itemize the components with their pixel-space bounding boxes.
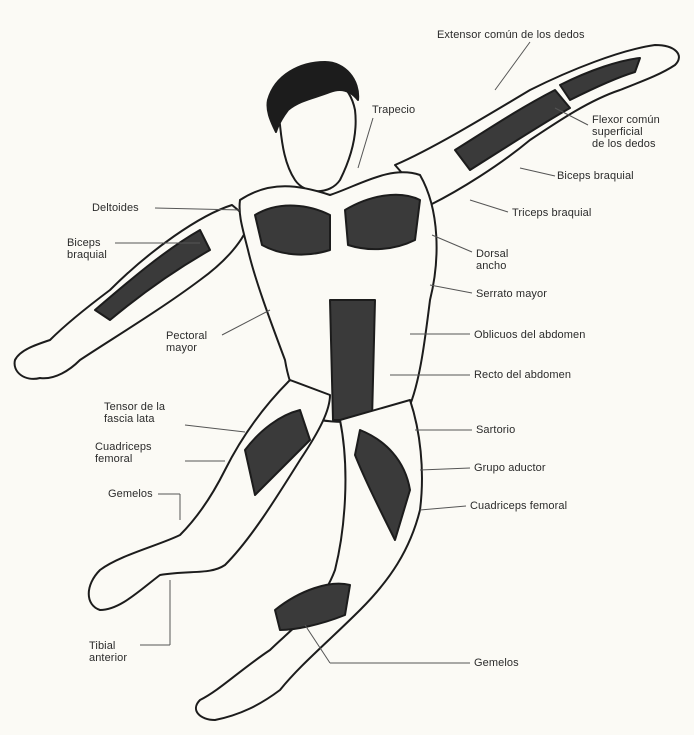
label-tensor: Tensor de la fascia lata [104, 401, 165, 425]
pectoral-muscle-r [345, 195, 420, 249]
label-oblicuos: Oblicuos del abdomen [474, 329, 585, 341]
abdomen-muscle [330, 300, 375, 420]
label-cuadriceps-right: Cuadriceps femoral [470, 500, 567, 512]
body-figure [15, 45, 679, 720]
label-gemelos-left: Gemelos [108, 488, 153, 500]
label-dorsal: Dorsal ancho [476, 248, 508, 272]
label-aductor: Grupo aductor [474, 462, 546, 474]
label-serrato: Serrato mayor [476, 288, 547, 300]
label-sartorio: Sartorio [476, 424, 515, 436]
label-gemelos-right: Gemelos [474, 657, 519, 669]
label-flexor: Flexor común superficial de los dedos [592, 114, 660, 150]
label-tibial: Tibial anterior [89, 640, 127, 664]
label-recto: Recto del abdomen [474, 369, 571, 381]
label-biceps-right: Biceps braquial [557, 170, 634, 182]
label-biceps-left: Biceps braquial [67, 237, 107, 261]
label-extensor: Extensor común de los dedos [437, 29, 585, 41]
label-triceps: Triceps braquial [512, 207, 591, 219]
label-pectoral: Pectoral mayor [166, 330, 207, 354]
label-deltoides: Deltoides [92, 202, 139, 214]
label-cuadriceps-left: Cuadriceps femoral [95, 441, 152, 465]
label-trapecio: Trapecio [372, 104, 415, 116]
pectoral-muscle [255, 206, 330, 255]
